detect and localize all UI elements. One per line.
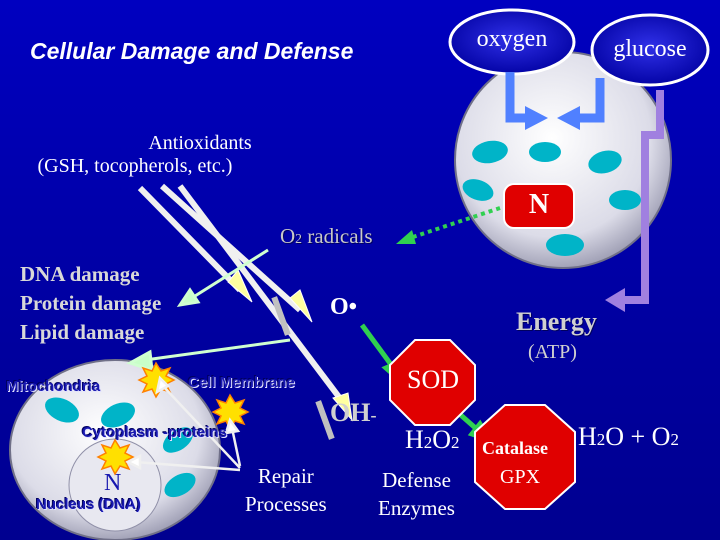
- nucleus-dna-label: Nucleus (DNA): [36, 496, 142, 513]
- water-o: O + O: [605, 422, 671, 451]
- defense-enzymes-label: Defense Enzymes: [378, 466, 455, 522]
- peroxide-sub2: 2: [451, 433, 460, 452]
- gpx-label: GPX: [500, 466, 541, 488]
- damage-arrows: [126, 248, 291, 373]
- energy-label: Energy: [516, 307, 597, 336]
- antioxidants-label: Antioxidants (GSH, tocopherols, etc.): [38, 132, 320, 178]
- intake-arrows: [505, 72, 605, 123]
- lipid-damage: Lipid damage: [20, 320, 145, 344]
- o-radical-label: O•: [330, 294, 358, 320]
- protein-damage: Protein damage: [20, 291, 162, 315]
- water-sub1: 2: [596, 430, 606, 449]
- repair-line2: Processes: [245, 492, 327, 516]
- antioxidants-line1: Antioxidants: [148, 132, 252, 154]
- antioxidants-line2: (GSH, tocopherols, etc.): [37, 155, 233, 177]
- barrier-bars: [271, 296, 335, 440]
- water-sub2: 2: [670, 430, 679, 449]
- water-h: H: [578, 422, 597, 451]
- hydroxyl-label: OH-: [330, 398, 377, 428]
- sod-stop-sign: [389, 339, 476, 426]
- cytoplasm-label: Cytoplasm -proteins: [82, 424, 228, 441]
- antioxidant-arrows: [137, 183, 353, 422]
- mitochondria-label: Mitochondria: [6, 378, 101, 395]
- repair-arrows: [125, 375, 242, 472]
- nucleus-left-label: N: [104, 470, 122, 496]
- sod-label: SOD: [406, 365, 459, 394]
- oxygen-label: oxygen: [476, 26, 548, 52]
- water-oxygen-label: H2O + O2: [578, 422, 679, 452]
- defense-line1: Defense: [382, 468, 451, 492]
- o2-symbol: O: [280, 224, 296, 248]
- repair-line1: Repair: [257, 464, 314, 488]
- atp-label: (ATP): [528, 341, 577, 363]
- defense-line2: Enzymes: [378, 496, 455, 520]
- peroxide-label: H2O2: [405, 425, 459, 455]
- nucleus-right-label: N: [528, 189, 550, 220]
- peroxide-h: H: [405, 425, 424, 454]
- o2-radicals-label: O2 radicals: [280, 224, 373, 249]
- hydroxyl-base: OH: [330, 398, 371, 427]
- radicals-word: radicals: [302, 224, 373, 248]
- glucose-bubble-shape: [590, 13, 710, 87]
- repair-processes-label: Repair Processes: [245, 462, 327, 518]
- intake-arrowheads: [525, 106, 580, 130]
- o2-subscript: 2: [295, 231, 302, 246]
- damage-list: DNA damage Protein damage Lipid damage: [20, 260, 161, 347]
- page-title: Cellular Damage and Defense: [30, 38, 354, 64]
- catalase-stop-sign: [474, 404, 576, 510]
- peroxide-o: O: [432, 425, 452, 454]
- catalase-label: Catalase: [482, 438, 548, 458]
- nucleus-right-box: [503, 183, 575, 229]
- dna-damage: DNA damage: [20, 262, 140, 286]
- hydroxyl-charge: -: [370, 405, 377, 425]
- glucose-label: glucose: [613, 36, 687, 62]
- cell-membrane-label: Cell Membrane: [188, 374, 295, 391]
- peroxide-sub1: 2: [423, 433, 433, 452]
- damage-starbursts: [96, 361, 250, 476]
- purple-arrow: [605, 90, 664, 312]
- green-dotted-arrow: [396, 206, 501, 244]
